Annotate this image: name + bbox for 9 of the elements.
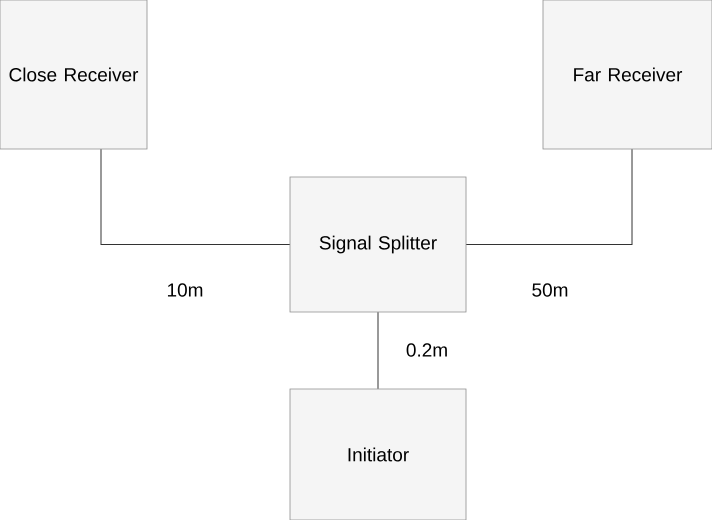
edge-label: 0.2m xyxy=(404,342,450,358)
edge-label: 10m xyxy=(166,282,204,298)
process-box: Signal Splitter xyxy=(290,176,466,312)
connector-line xyxy=(466,148,632,245)
process-box: Initiator xyxy=(290,388,466,520)
edge-label: 50m xyxy=(530,282,570,298)
connector-line xyxy=(100,148,290,245)
process-box: Far Receiver xyxy=(542,0,712,150)
process-box: Close Receiver xyxy=(0,0,148,150)
